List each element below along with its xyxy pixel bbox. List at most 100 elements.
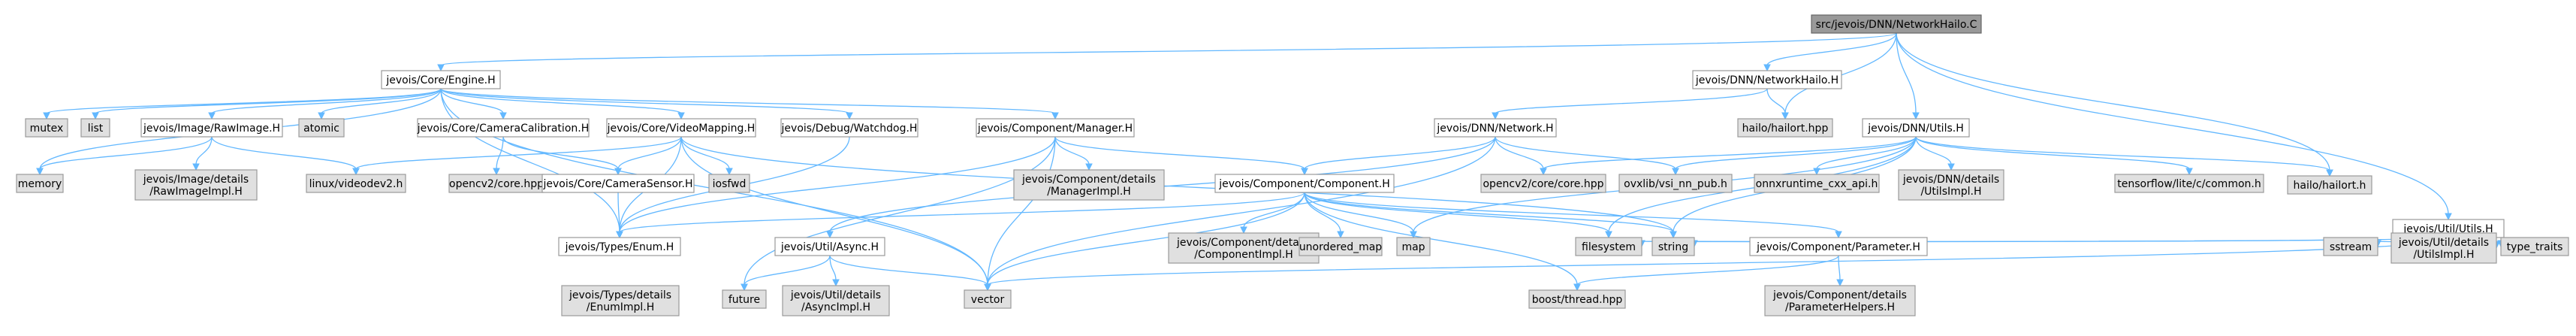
node-label-asyncimpl-line2: /AsyncImpl.H [801, 301, 870, 313]
edge-manager-to-component [1054, 136, 1308, 176]
node-manager[interactable]: jevois/Component/Manager.H [976, 118, 1135, 138]
node-label-root: src/jevois/DNN/NetworkHailo.C [1816, 19, 1977, 31]
node-label-component: jevois/Component/Component.H [1218, 178, 1390, 190]
node-label-future: future [728, 294, 760, 306]
edge-videomapping-to-iosfwd [680, 136, 733, 176]
edge-async-to-future [741, 255, 831, 292]
node-parameter[interactable]: jevois/Component/Parameter.H [1749, 237, 1928, 256]
node-label-filesystem: filesystem [1582, 241, 1636, 253]
node-root[interactable]: src/jevois/DNN/NetworkHailo.C [1811, 14, 1982, 34]
edge-engine-to-watchdog [440, 88, 853, 120]
node-label-opencv_core_core: opencv2/core/core.hpp [1483, 178, 1603, 190]
edge-root-to-engine [437, 32, 1897, 72]
node-label-enumimpl-line1: jevois/Types/details [569, 289, 671, 301]
node-label-mutex: mutex [30, 123, 64, 135]
node-camerasensor[interactable]: jevois/Core/CameraSensor.H [541, 174, 695, 193]
node-label-managerimpl-line2: /ManagerImpl.H [1047, 186, 1131, 198]
node-label-hailort_hpp: hailo/hailort.hpp [1742, 123, 1829, 135]
edge-videomapping-to-camerasensor [614, 136, 682, 176]
node-atomic: atomic [298, 118, 345, 138]
node-memory: memory [16, 174, 64, 193]
node-label-vector: vector [971, 294, 1005, 306]
node-label-videodev2: linux/videodev2.h [309, 178, 403, 190]
node-utilutilsimpl: jevois/Util/details/UtilsImpl.H [2390, 232, 2497, 264]
edge-videomapping-to-videodev2 [352, 136, 682, 176]
edge-root-to-hailort_h [1896, 32, 2333, 177]
node-networkhailo_h[interactable]: jevois/DNN/NetworkHailo.H [1692, 70, 1842, 89]
node-label-list: list [88, 123, 104, 135]
node-label-dnnutilsimpl-line1: jevois/DNN/details [1902, 174, 1999, 186]
node-iosfwd: iosfwd [708, 174, 750, 193]
edge-async-to-asyncimpl [829, 255, 840, 287]
edge-engine-to-videomapping [440, 88, 685, 120]
node-component[interactable]: jevois/Component/Component.H [1214, 174, 1395, 193]
node-enum[interactable]: jevois/Types/Enum.H [558, 237, 681, 256]
edge-parameter-to-boostthread [1573, 255, 1839, 292]
node-label-componentimpl-line2: /ComponentImpl.H [1194, 249, 1293, 261]
node-label-onnxruntime: onnxruntime_cxx_api.h [1756, 178, 1878, 190]
node-hailort_h: hailo/hailort.h [2287, 175, 2372, 195]
node-engine[interactable]: jevois/Core/Engine.H [381, 70, 501, 89]
edge-component-to-map [1304, 192, 1417, 239]
edge-rawimage-to-rawimageimpl [192, 136, 213, 171]
node-label-engine: jevois/Core/Engine.H [385, 74, 495, 86]
node-enumimpl: jevois/Types/details/EnumImpl.H [561, 285, 680, 316]
edge-root-to-networkhailo_h [1763, 32, 1897, 72]
node-videomapping[interactable]: jevois/Core/VideoMapping.H [606, 118, 756, 138]
node-filesystem: filesystem [1575, 237, 1642, 256]
edge-component-to-parameter [1304, 192, 1842, 239]
node-label-dnn_utils: jevois/DNN/Utils.H [1867, 123, 1963, 135]
edge-component-to-componentimpl [1240, 192, 1305, 235]
node-label-memory: memory [18, 178, 62, 190]
edge-dnn_utils-to-tflite [1915, 136, 2193, 176]
node-label-parameter: jevois/Component/Parameter.H [1756, 241, 1920, 253]
node-rawimage[interactable]: jevois/Image/RawImage.H [140, 118, 283, 138]
node-dnn_utils[interactable]: jevois/DNN/Utils.H [1862, 118, 1970, 138]
node-label-ovxlib: ovxlib/vsi_nn_pub.h [1624, 178, 1727, 190]
node-label-unordered_map: unordered_map [1299, 241, 1382, 253]
node-label-enum: jevois/Types/Enum.H [565, 241, 674, 253]
edge-dnn_network-to-component [1301, 136, 1496, 176]
edge-component-to-enum [616, 192, 1305, 239]
node-async[interactable]: jevois/Util/Async.H [774, 237, 885, 256]
node-ovxlib: ovxlib/vsi_nn_pub.h [1618, 174, 1733, 193]
node-cameracal[interactable]: jevois/Core/CameraCalibration.H [417, 118, 590, 138]
node-type_traits: type_traits [2500, 237, 2569, 256]
edge-manager-to-managerimpl [1054, 136, 1093, 171]
edge-engine-to-manager [440, 88, 1059, 120]
node-label-utilutilsimpl-line2: /UtilsImpl.H [2413, 249, 2474, 261]
node-label-async: jevois/Util/Async.H [780, 241, 879, 253]
node-label-opencv2_core_hpp_small: opencv2/core.hpp [449, 178, 544, 190]
edge-engine-to-enum [440, 88, 623, 239]
graph-edges [36, 32, 2505, 292]
node-tflite: tensorflow/lite/c/common.h [2114, 174, 2264, 193]
edge-async-to-vector [829, 255, 991, 292]
node-componentimpl: jevois/Component/details/ComponentImpl.H [1168, 232, 1320, 264]
node-paramhelpers: jevois/Component/details/ParameterHelper… [1764, 285, 1916, 316]
edge-rawimage-to-videodev2 [211, 136, 360, 176]
edge-engine-to-cameracal [440, 88, 507, 120]
edge-cameracal-to-camerasensor [502, 136, 622, 176]
node-boostthread: boost/thread.hpp [1528, 289, 1626, 309]
node-label-rawimage: jevois/Image/RawImage.H [143, 123, 280, 135]
node-label-util_utils: jevois/Util/Utils.H [2403, 223, 2493, 235]
edge-networkhailo_h-to-dnn_network [1492, 88, 1768, 120]
edge-videomapping-to-vector [680, 136, 991, 292]
node-future: future [722, 289, 767, 309]
edge-rawimage-to-memory [36, 136, 213, 176]
node-label-hailort_h: hailo/hailort.h [2294, 180, 2366, 192]
edge-dnn_utils-to-hailort_h [1915, 136, 2333, 177]
edge-engine-to-list [92, 88, 442, 120]
node-label-componentimpl-line1: jevois/Component/details [1176, 237, 1311, 249]
edge-engine-to-rawimage [208, 88, 442, 120]
node-label-dnnutilsimpl-line2: /UtilsImpl.H [1920, 186, 1981, 198]
edge-root-to-util_utils [1896, 32, 2452, 221]
node-dnn_network[interactable]: jevois/DNN/Network.H [1434, 118, 1557, 138]
graph-nodes: src/jevois/DNN/NetworkHailo.C jevois/Core… [16, 14, 2569, 316]
node-label-enumimpl-line2: /EnumImpl.H [587, 301, 654, 313]
node-label-string: string [1658, 241, 1688, 253]
node-label-dnn_network: jevois/DNN/Network.H [1436, 123, 1553, 135]
node-label-iosfwd: iosfwd [713, 178, 747, 190]
node-label-utilutilsimpl-line1: jevois/Util/details [2398, 237, 2489, 249]
node-watchdog[interactable]: jevois/Debug/Watchdog.H [780, 118, 918, 138]
